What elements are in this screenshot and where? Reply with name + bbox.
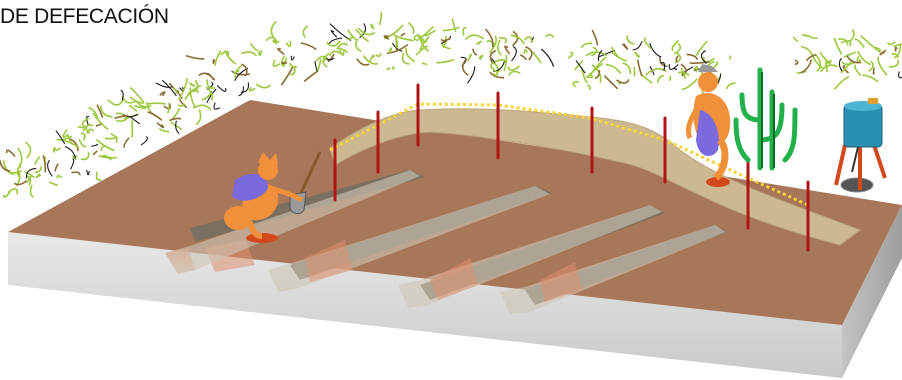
shrub-icon (567, 29, 630, 91)
diagram-title: DE DEFECACIÓN (0, 5, 169, 28)
cactus-icon (733, 67, 798, 171)
shrub-icon (383, 21, 436, 71)
trench-4-hole (540, 262, 582, 302)
shrub-icon (77, 104, 148, 156)
person-squatting-icon (685, 64, 731, 187)
trench-3-hole (430, 258, 478, 300)
shrub-icon (436, 18, 500, 84)
trench-1-cut (165, 170, 420, 274)
shrub-icon (0, 141, 63, 198)
ground-block (8, 100, 902, 378)
trench-3 (398, 205, 665, 308)
shrub-icon (605, 35, 682, 84)
trench-2-hole (305, 240, 352, 282)
fence-posts (333, 83, 810, 252)
trench-4 (500, 225, 728, 314)
shrub-icon (184, 43, 272, 101)
ground-side-face (842, 205, 902, 378)
person-digging-icon (224, 151, 322, 243)
boundary-rope-shadow (329, 103, 809, 206)
shrub-icon (322, 12, 404, 66)
water-drum-icon (834, 98, 887, 193)
cactus-shadow (761, 72, 775, 168)
shrub-icon (107, 86, 183, 135)
shrub-icon (42, 129, 118, 181)
ground-hole (840, 177, 874, 193)
shrub-icon (792, 28, 856, 75)
shrub-hedge (0, 12, 902, 198)
shrub-icon (833, 35, 902, 90)
trench-2 (268, 186, 552, 292)
shrub-icon (489, 30, 555, 79)
